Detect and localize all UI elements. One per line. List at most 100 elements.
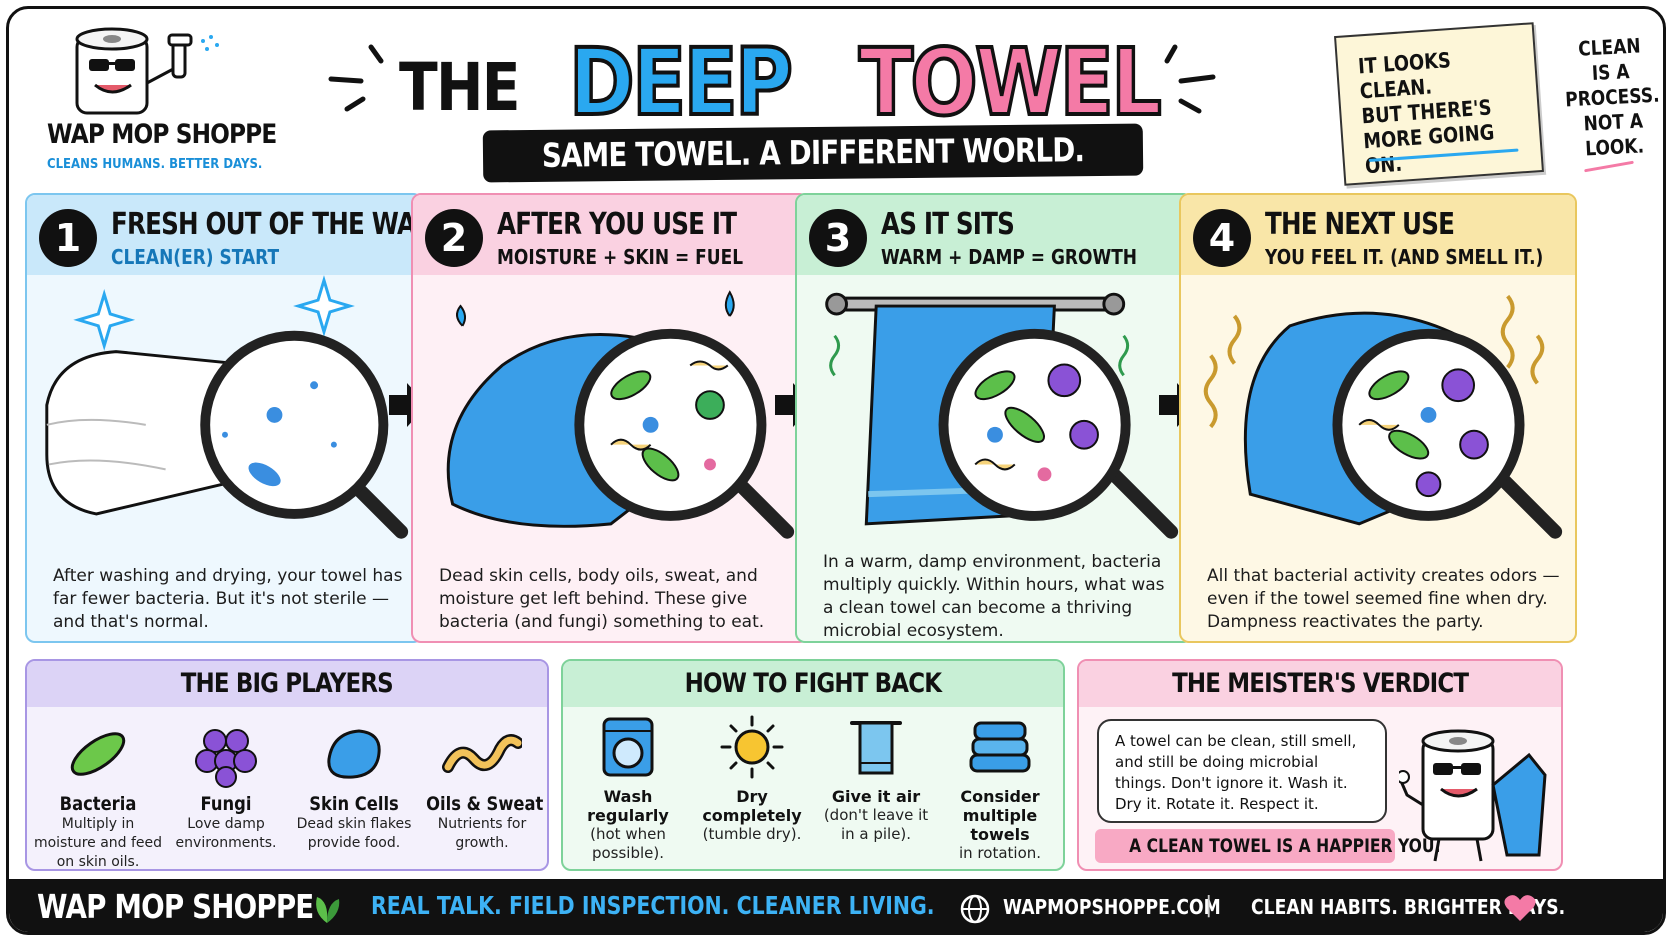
emphasis-lines-right-icon <box>1164 44 1216 114</box>
player-skin-cells: Skin Cells Dead skin flakes provide food… <box>289 719 419 853</box>
oil-squiggle-icon <box>442 734 522 773</box>
leaf-icon <box>316 897 340 923</box>
step-3-number: 3 <box>809 209 867 267</box>
player-desc: Multiply in moisture and feed on skin oi… <box>33 816 163 870</box>
brand-tagline: CLEANS HUMANS. BETTER DAYS. <box>47 157 263 172</box>
brand-name: WAP MOP SHOPPE <box>47 119 277 150</box>
tip-dry: Dry completely (tumble dry). <box>693 715 811 844</box>
magnifier-icon <box>574 328 795 539</box>
player-oils-sweat: Oils & Sweat Nutrients for growth. <box>417 719 547 853</box>
step-3-illustration <box>825 292 1179 539</box>
subtitle: SAME TOWEL. A DIFFERENT WORLD. <box>541 130 1085 175</box>
water-drop-icon <box>724 290 735 317</box>
step-3-subtitle: WARM + DAMP = GROWTH <box>881 245 1138 269</box>
skin-cell-icon <box>327 729 381 779</box>
step-4-subtitle: YOU FEEL IT. (AND SMELL IT.) <box>1265 245 1544 269</box>
step-2-description: Dead skin cells, body oils, sweat, and m… <box>439 566 765 632</box>
odor-waves-icon <box>1118 334 1130 377</box>
arrow-right-icon <box>1159 383 1197 427</box>
player-fungi: Fungi Love damp environments. <box>161 719 291 853</box>
step-1-description: After washing and drying, your towel has… <box>53 566 403 632</box>
footer-tagline: REAL TALK. FIELD INSPECTION. CLEANER LIV… <box>371 891 935 920</box>
emphasis-lines-left-icon <box>328 44 384 112</box>
washing-machine-icon <box>602 717 654 777</box>
fight-back-panel: HOW TO FIGHT BACK Wash regularly (hot wh… <box>561 659 1065 871</box>
globe-icon <box>960 894 990 924</box>
side-note: CLEAN IS A PROCESS. NOT A LOOK. <box>1564 33 1661 161</box>
footer-separator: | <box>1205 893 1213 918</box>
subtitle-bar: SAME TOWEL. A DIFFERENT WORLD. <box>482 123 1144 183</box>
player-title: Bacteria <box>59 793 137 815</box>
odor-waves-icon <box>1227 314 1242 365</box>
verdict-panel: THE MEISTER'S VERDICT A towel can be cle… <box>1077 659 1563 871</box>
tip-desc: (tumble dry). <box>702 825 802 843</box>
odor-waves-icon <box>829 334 841 377</box>
odor-waves-icon <box>1500 294 1515 369</box>
verdict-speech-bubble: A towel can be clean, still smell, and s… <box>1097 719 1387 823</box>
toilet-paper-mascot-icon <box>1399 729 1547 862</box>
step-1-subtitle: CLEAN(ER) START <box>111 245 280 269</box>
step-3-header: 3 AS IT SITS WARM + DAMP = GROWTH <box>797 195 1191 275</box>
big-players-heading: THE BIG PLAYERS <box>180 668 394 699</box>
step-2-subtitle: MOISTURE + SKIN = FUEL <box>497 245 744 269</box>
player-title: Skin Cells <box>309 793 399 815</box>
sun-icon <box>720 715 784 779</box>
brand-logo: WAP MOP SHOPPE CLEANS HUMANS. BETTER DAY… <box>37 23 307 183</box>
bacteria-icon <box>70 732 126 776</box>
tip-desc: (don't leave it in a pile). <box>823 806 929 843</box>
magnifier-icon <box>1332 328 1563 539</box>
fungi-icon <box>195 729 257 788</box>
step-4-header: 4 THE NEXT USE YOU FEEL IT. (AND SMELL I… <box>1181 195 1575 275</box>
arrow-right-icon <box>775 383 813 427</box>
tip-rotate: Consider multiple towels in rotation. <box>941 715 1059 863</box>
odor-waves-icon <box>1203 354 1218 429</box>
spray-bottle-icon <box>171 41 187 79</box>
odor-waves-icon <box>1530 334 1545 385</box>
sparkle-icon <box>293 275 355 337</box>
step-1-header: 1 FRESH OUT OF THE WASH CLEAN(ER) START <box>27 195 421 275</box>
step-1-panel: 1 FRESH OUT OF THE WASH CLEAN(ER) START … <box>25 193 423 643</box>
step-2-header: 2 AFTER YOU USE IT MOISTURE + SKIN = FUE… <box>413 195 807 275</box>
tip-title: Give it air <box>831 787 921 806</box>
headline-towel: TOWEL <box>857 27 1163 138</box>
footer-url[interactable]: WAPMOPSHOPPE.COM <box>1003 895 1221 919</box>
player-desc: Dead skin flakes provide food. <box>296 816 412 851</box>
verdict-banner-text: A CLEAN TOWEL IS A HAPPIER YOU. <box>1129 835 1441 857</box>
tip-desc: (hot when possible). <box>590 825 666 862</box>
headline-deep: DEEP <box>567 27 794 138</box>
tip-air: Give it air (don't leave it in a pile). <box>817 715 935 844</box>
fight-back-heading: HOW TO FIGHT BACK <box>684 668 942 699</box>
step-1-number: 1 <box>39 209 97 267</box>
step-4-illustration <box>1203 294 1563 539</box>
player-desc: Nutrients for growth. <box>437 816 527 851</box>
tip-title: Consider multiple towels <box>960 787 1040 844</box>
magnifier-icon <box>938 328 1179 539</box>
step-3-description: In a warm, damp environment, bacteria mu… <box>823 552 1165 641</box>
infographic-frame: WAP MOP SHOPPE CLEANS HUMANS. BETTER DAY… <box>6 6 1666 935</box>
tip-title: Dry completely <box>702 787 802 825</box>
magnifier-icon <box>200 330 409 539</box>
step-2-title: AFTER YOU USE IT <box>497 207 737 242</box>
step-2-number: 2 <box>425 209 483 267</box>
verdict-header: THE MEISTER'S VERDICT <box>1079 661 1561 707</box>
player-desc: Love damp environments. <box>175 816 277 851</box>
player-title: Fungi <box>200 793 252 815</box>
step-3-title: AS IT SITS <box>881 207 1015 242</box>
step-4-description: All that bacterial activity creates odor… <box>1207 566 1560 632</box>
step-4-number: 4 <box>1193 209 1251 267</box>
big-players-panel: THE BIG PLAYERS Bacteria Multiply in moi… <box>25 659 549 871</box>
step-4-panel: 4 THE NEXT USE YOU FEEL IT. (AND SMELL I… <box>1179 193 1577 643</box>
tip-wash: Wash regularly (hot when possible). <box>569 715 687 863</box>
toilet-paper-mascot-icon <box>75 27 219 115</box>
step-2-illustration <box>446 290 795 539</box>
player-title: Oils & Sweat <box>426 793 544 815</box>
headline-the: THE <box>399 49 521 126</box>
big-players-header: THE BIG PLAYERS <box>27 661 547 707</box>
verdict-banner: A CLEAN TOWEL IS A HAPPIER YOU. <box>1095 829 1441 863</box>
towel-icon <box>1491 752 1547 857</box>
side-note-underline <box>1584 160 1634 173</box>
folded-towels-icon <box>969 721 1031 773</box>
water-drop-icon <box>456 304 466 327</box>
step-2-panel: 2 AFTER YOU USE IT MOISTURE + SKIN = FUE… <box>411 193 809 643</box>
footer-brand: WAP MOP SHOPPE <box>37 887 314 926</box>
